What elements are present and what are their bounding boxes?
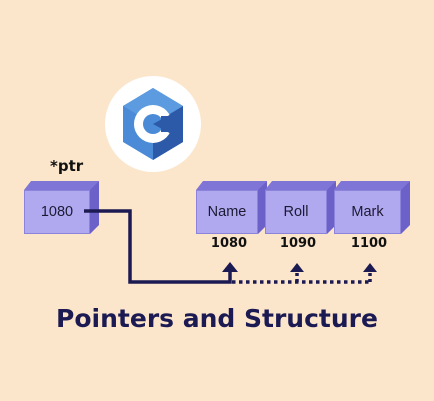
field-address: 1100 xyxy=(350,236,388,251)
field-box-side xyxy=(327,181,336,234)
pointer-arrow-line xyxy=(84,209,232,284)
pointer-label: *ptr xyxy=(50,157,84,175)
field-box-side xyxy=(401,181,410,234)
arrow-head-name xyxy=(222,262,238,272)
field-box-top xyxy=(265,181,336,190)
field-box-side xyxy=(258,181,267,234)
field-address: 1080 xyxy=(210,236,248,251)
pointer-box-side xyxy=(90,181,99,234)
field-label: Mark xyxy=(334,190,401,234)
field-label: Roll xyxy=(265,190,327,234)
field-box-top xyxy=(196,181,267,190)
diagram-title: Pointers and Structure xyxy=(56,304,378,333)
pointer-box-top xyxy=(24,181,99,190)
arrow-head-mark xyxy=(363,263,377,272)
logo-circle xyxy=(105,76,201,172)
c-language-logo-icon xyxy=(123,88,183,160)
pointer-value: 1080 xyxy=(24,190,90,234)
field-box-top xyxy=(334,181,410,190)
arrow-head-roll xyxy=(290,263,304,272)
field-label: Name xyxy=(196,190,258,234)
field-address: 1090 xyxy=(279,236,317,251)
